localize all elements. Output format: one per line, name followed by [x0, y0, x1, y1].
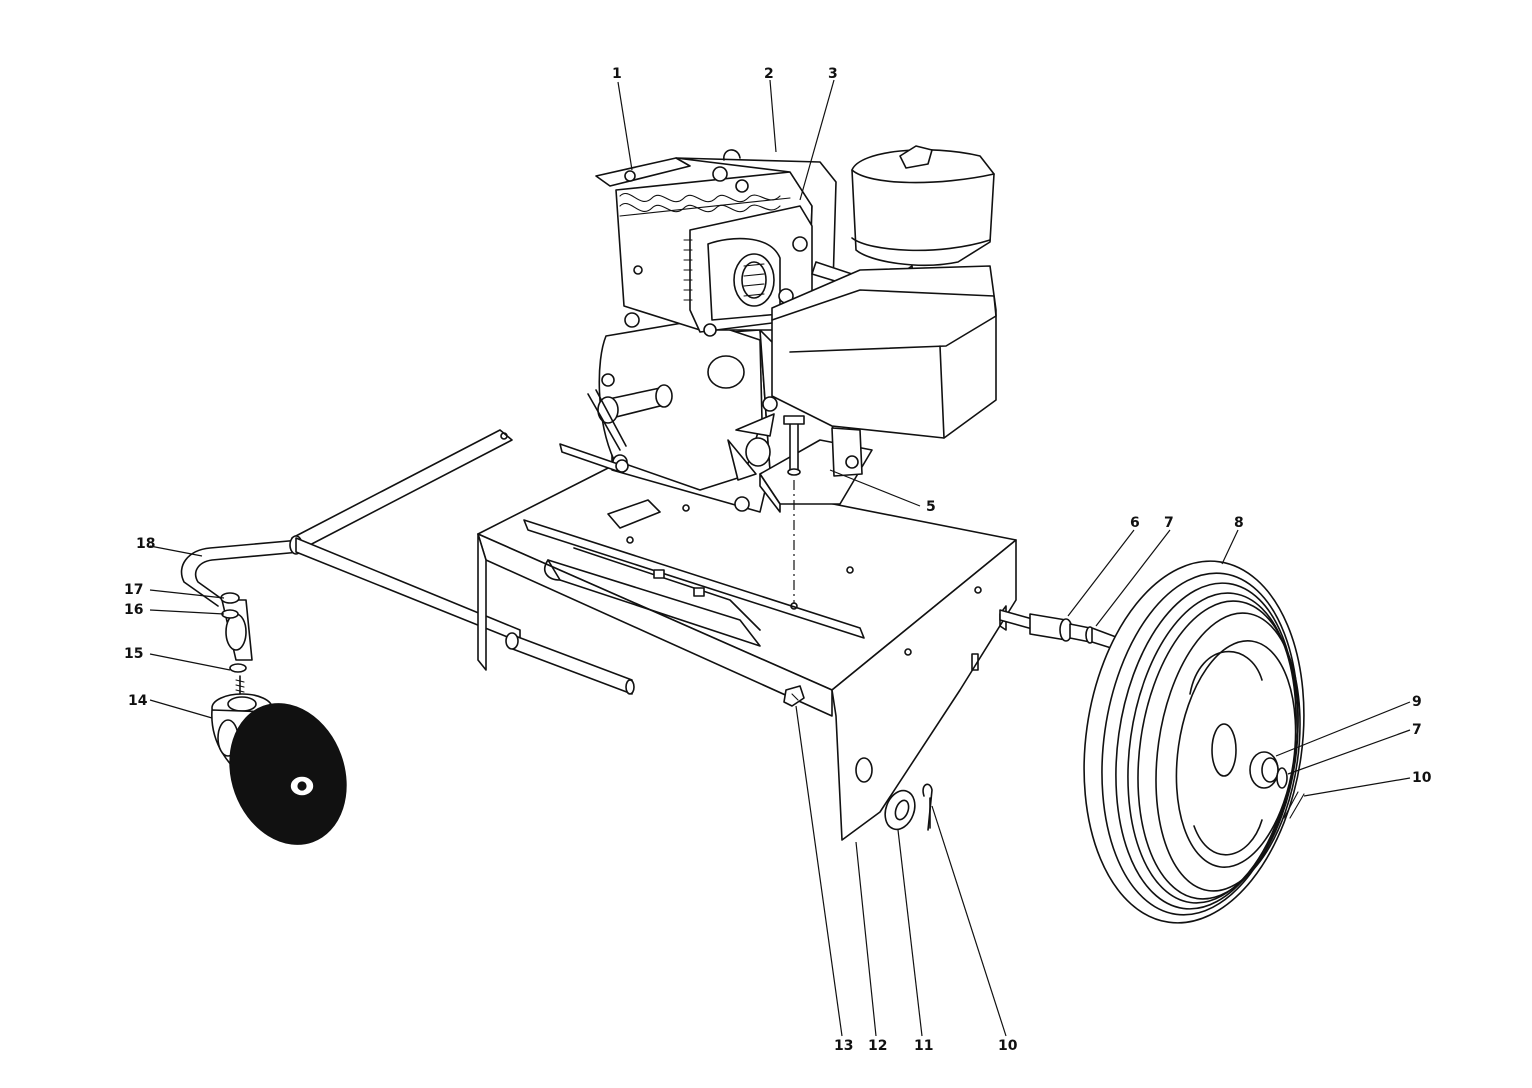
rear-wheel: [1083, 560, 1305, 924]
wheel-spacers: [999, 609, 1128, 653]
mounting-frame: [477, 461, 1017, 841]
leader-lines: [149, 79, 1411, 1037]
engine: [559, 145, 997, 513]
small-hardware: [783, 685, 933, 831]
callout-15: 15: [124, 646, 143, 662]
callout-1: 1: [612, 66, 622, 82]
callout-7a: 7: [1164, 515, 1174, 531]
callout-16: 16: [124, 602, 143, 618]
callout-9: 9: [1412, 694, 1422, 710]
callout-3: 3: [828, 66, 838, 82]
callout-labels: 1 2 3 5 6 7 8 9 7 10 10 11 12 13 14 15 1…: [124, 66, 1432, 1054]
callout-6: 6: [1130, 515, 1140, 531]
callout-2: 2: [764, 66, 774, 82]
callout-10b: 10: [998, 1038, 1018, 1054]
callout-5: 5: [926, 499, 936, 515]
callout-14: 14: [128, 693, 148, 709]
callout-18: 18: [136, 536, 155, 552]
callout-13: 13: [834, 1038, 853, 1054]
caster-assembly: [211, 592, 347, 845]
cooling-fins: [619, 193, 791, 217]
callout-11: 11: [914, 1038, 933, 1054]
callout-8: 8: [1234, 515, 1244, 531]
callout-17: 17: [124, 582, 143, 598]
callout-12: 12: [868, 1038, 887, 1054]
callout-10a: 10: [1412, 770, 1432, 786]
axle-rod: [505, 632, 635, 695]
callout-7b: 7: [1412, 722, 1422, 738]
